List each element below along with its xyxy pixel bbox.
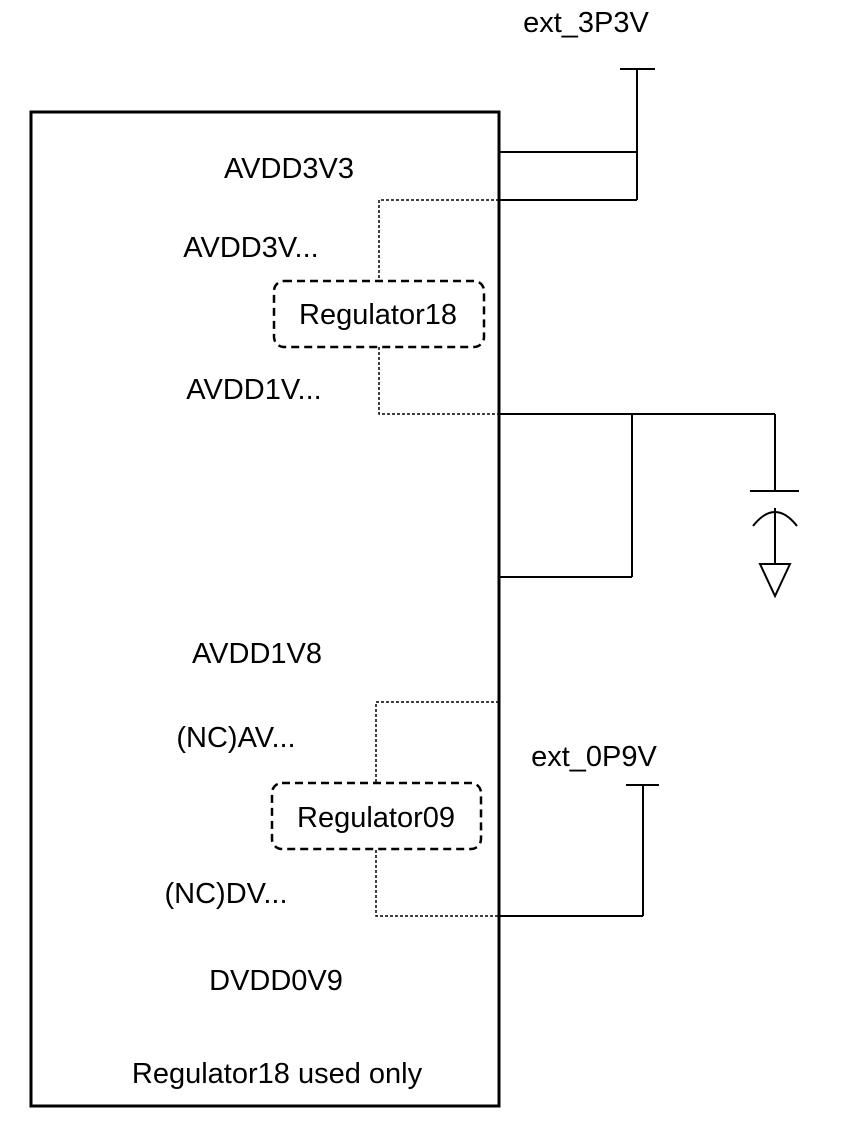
regulator18-label: Regulator18 [299,299,457,331]
pin-label-avdd1v-truncated: AVDD1V... [186,374,321,406]
pin-label-avdd1v8: AVDD1V8 [192,638,322,670]
reg18-input-trace [378,199,499,282]
chip-outline [29,110,501,1108]
configuration-note: Regulator18 used only [132,1058,423,1090]
pin-label-dvdd0v9: DVDD0V9 [209,965,343,997]
reg09-output-trace [375,850,499,917]
ground-icon [758,563,792,599]
pin-label-nc-av-truncated: (NC)AV... [176,722,295,754]
ext-0p9v-label: ext_0P9V [531,741,657,773]
decoupling-capacitor-symbol [750,490,799,564]
regulator09-label: Regulator09 [297,802,455,834]
avdd1v8-wiring [499,413,776,578]
pin-label-nc-dv-truncated: (NC)DV... [165,878,288,910]
reg18-output-trace [378,347,499,415]
regulator18-box [272,279,486,349]
pin-label-avdd3v3: AVDD3V3 [224,153,354,185]
ext-3p3v-label: ext_3P3V [523,7,649,39]
pin-label-avdd3v-truncated: AVDD3V... [183,232,318,264]
ext-0p9v-supply-symbol [626,784,659,916]
regulator09-box [270,781,483,851]
reg09-input-trace [375,701,499,784]
ext-3p3v-supply-symbol [620,68,655,200]
